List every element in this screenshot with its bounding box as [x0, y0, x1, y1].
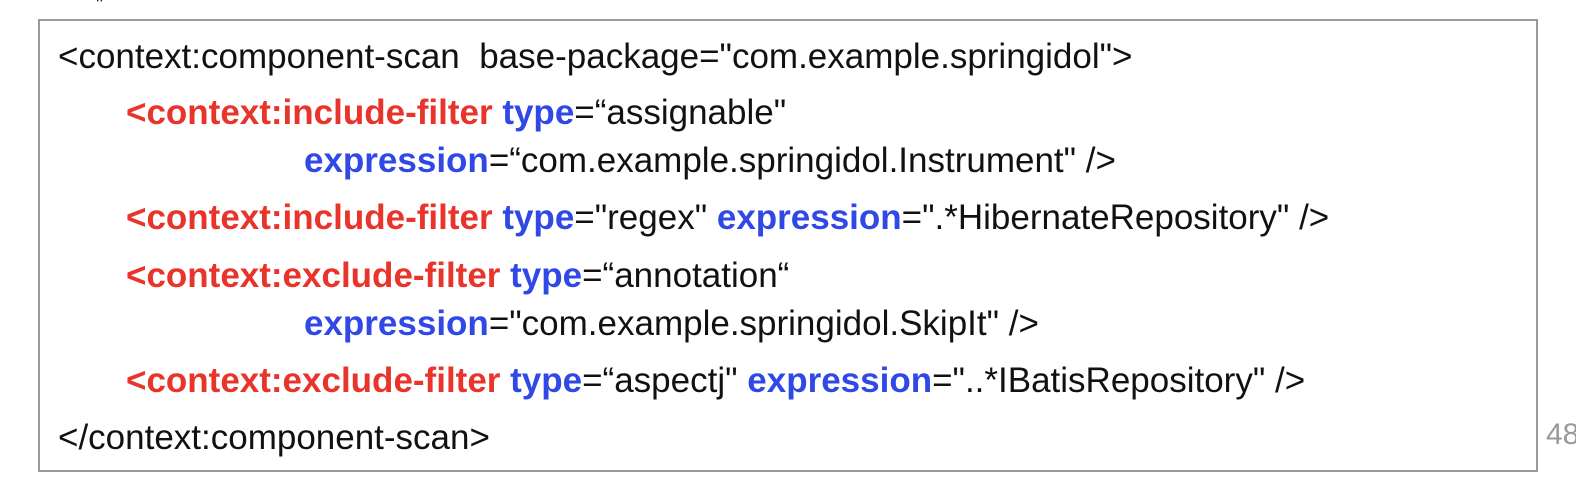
type-value: =“annotation“: [582, 256, 790, 295]
page-number: 48: [1546, 418, 1576, 451]
include-filter-tag: <context:include-filter: [126, 198, 493, 237]
expression-value: ="com.example.springidol.SkipIt" />: [488, 304, 1039, 343]
include-filter-tag: <context:include-filter: [126, 93, 493, 132]
type-value: =“aspectj": [582, 361, 738, 400]
expression-attribute: expression: [304, 304, 489, 343]
expression-value: =".*HibernateRepository" />: [901, 198, 1330, 237]
code-block: <context:component-scan base-package="co…: [38, 19, 1538, 472]
include-filter-line-1: <context:include-filter type=“assignable…: [126, 93, 786, 133]
expression-attribute: expression: [716, 198, 902, 237]
component-scan-close-line: </context:component-scan>: [58, 418, 490, 458]
expression-value: ="..*IBatisRepository" />: [932, 361, 1306, 400]
include-filter-line-2: <context:include-filter type="regex" exp…: [126, 198, 1329, 238]
exclude-filter-line-1: <context:exclude-filter type=“annotation…: [126, 256, 789, 296]
component-scan-close-tag: </context:component-scan>: [58, 418, 490, 457]
exclude-filter-line-2: <context:exclude-filter type=“aspectj" e…: [126, 361, 1305, 401]
include-filter-line-1-expression: expression=“com.example.springidol.Instr…: [304, 141, 1116, 181]
expression-value: =“com.example.springidol.Instrument" />: [488, 141, 1116, 180]
type-attribute: type: [502, 93, 575, 132]
top-fragment-mark: ": [96, 0, 104, 16]
component-scan-open-tag: <context:component-scan base-package="co…: [58, 37, 1133, 76]
type-attribute: type: [510, 256, 583, 295]
expression-attribute: expression: [747, 361, 933, 400]
type-attribute: type: [502, 198, 575, 237]
exclude-filter-line-1-expression: expression="com.example.springidol.SkipI…: [304, 304, 1039, 344]
type-attribute: type: [510, 361, 583, 400]
exclude-filter-tag: <context:exclude-filter: [126, 361, 501, 400]
type-value: =“assignable": [574, 93, 787, 132]
component-scan-open-line: <context:component-scan base-package="co…: [58, 37, 1133, 77]
exclude-filter-tag: <context:exclude-filter: [126, 256, 501, 295]
expression-attribute: expression: [304, 141, 489, 180]
type-value: ="regex": [574, 198, 708, 237]
